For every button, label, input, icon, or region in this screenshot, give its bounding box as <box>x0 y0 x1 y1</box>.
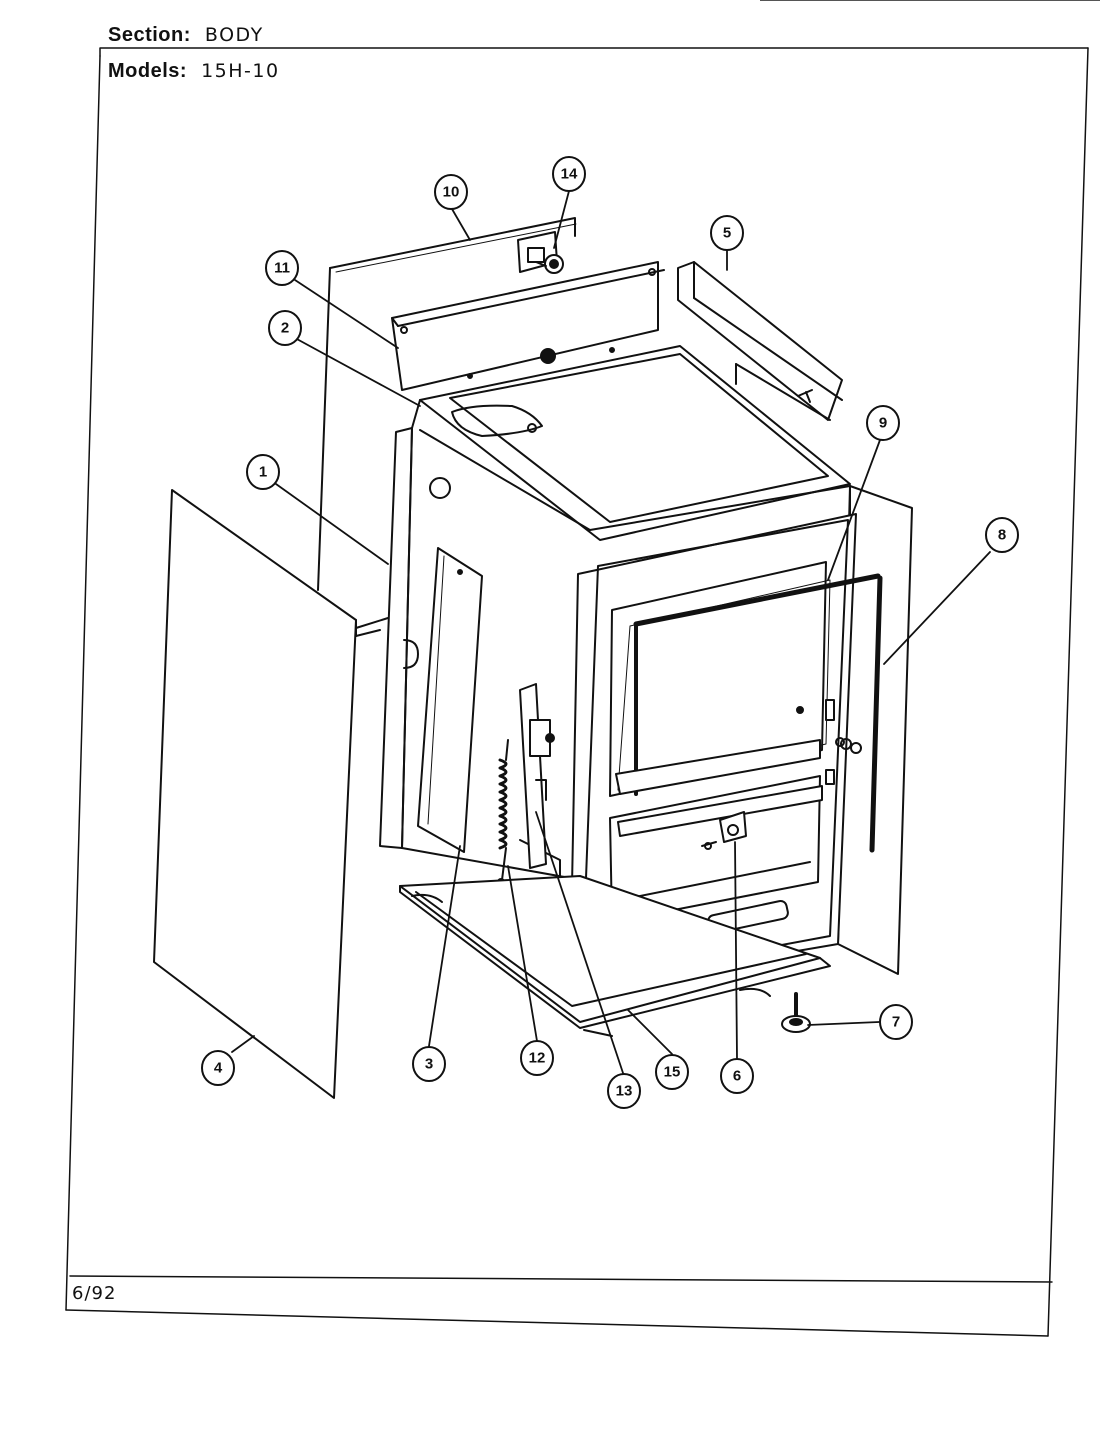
inner-rails <box>519 739 823 881</box>
page-frame <box>65 47 1089 1337</box>
part-6-bracket <box>701 811 747 850</box>
callout-13-label: 13 <box>616 1083 633 1100</box>
section-header: Section: BODY <box>108 24 264 47</box>
part-9-rod <box>633 573 881 796</box>
part-3-vertical-panel <box>417 547 483 853</box>
part-14-bracket <box>517 231 564 274</box>
callout-2-label: 2 <box>281 320 289 337</box>
models-label: Models: <box>108 60 188 82</box>
callout-1-label: 1 <box>259 464 267 481</box>
models-value: 15H-10 <box>201 60 280 82</box>
callout-6-label: 6 <box>733 1068 741 1085</box>
section-label: Section: <box>108 24 191 46</box>
part-13-hinge <box>519 683 555 869</box>
part-8-vertical-rod <box>869 575 883 853</box>
callout-3-label: 3 <box>425 1056 433 1073</box>
part-2-cabinet-top <box>419 345 851 541</box>
part-7-leveling-leg <box>781 992 811 1033</box>
part-10-rear-panel <box>317 217 577 591</box>
callout-12-label: 12 <box>529 1050 546 1067</box>
section-value: BODY <box>204 24 264 46</box>
part-15-base-pan <box>399 875 831 1037</box>
part-5-top-rail <box>677 261 843 421</box>
callout-4-label: 4 <box>214 1060 223 1077</box>
side-fasteners <box>835 737 862 754</box>
callout-14-label: 14 <box>561 166 578 183</box>
callout-8-label: 8 <box>998 527 1006 544</box>
callout-5-label: 5 <box>723 225 731 242</box>
models-header: Models: 15H-10 <box>108 60 280 83</box>
callout-15-label: 15 <box>664 1064 681 1081</box>
top-rule <box>760 0 1100 1</box>
callout-9-label: 9 <box>879 415 887 432</box>
leader-lines <box>231 190 991 1074</box>
callout-10-label: 10 <box>443 184 460 201</box>
part-4-side-panel <box>153 489 389 1099</box>
callout-7-label: 7 <box>892 1014 900 1031</box>
callout-circles <box>201 156 1019 1109</box>
callout-11-label: 11 <box>274 260 290 277</box>
date-code: 6/92 <box>72 1283 117 1304</box>
part-12-spring <box>497 739 509 886</box>
part-11-back-guard <box>391 261 665 391</box>
